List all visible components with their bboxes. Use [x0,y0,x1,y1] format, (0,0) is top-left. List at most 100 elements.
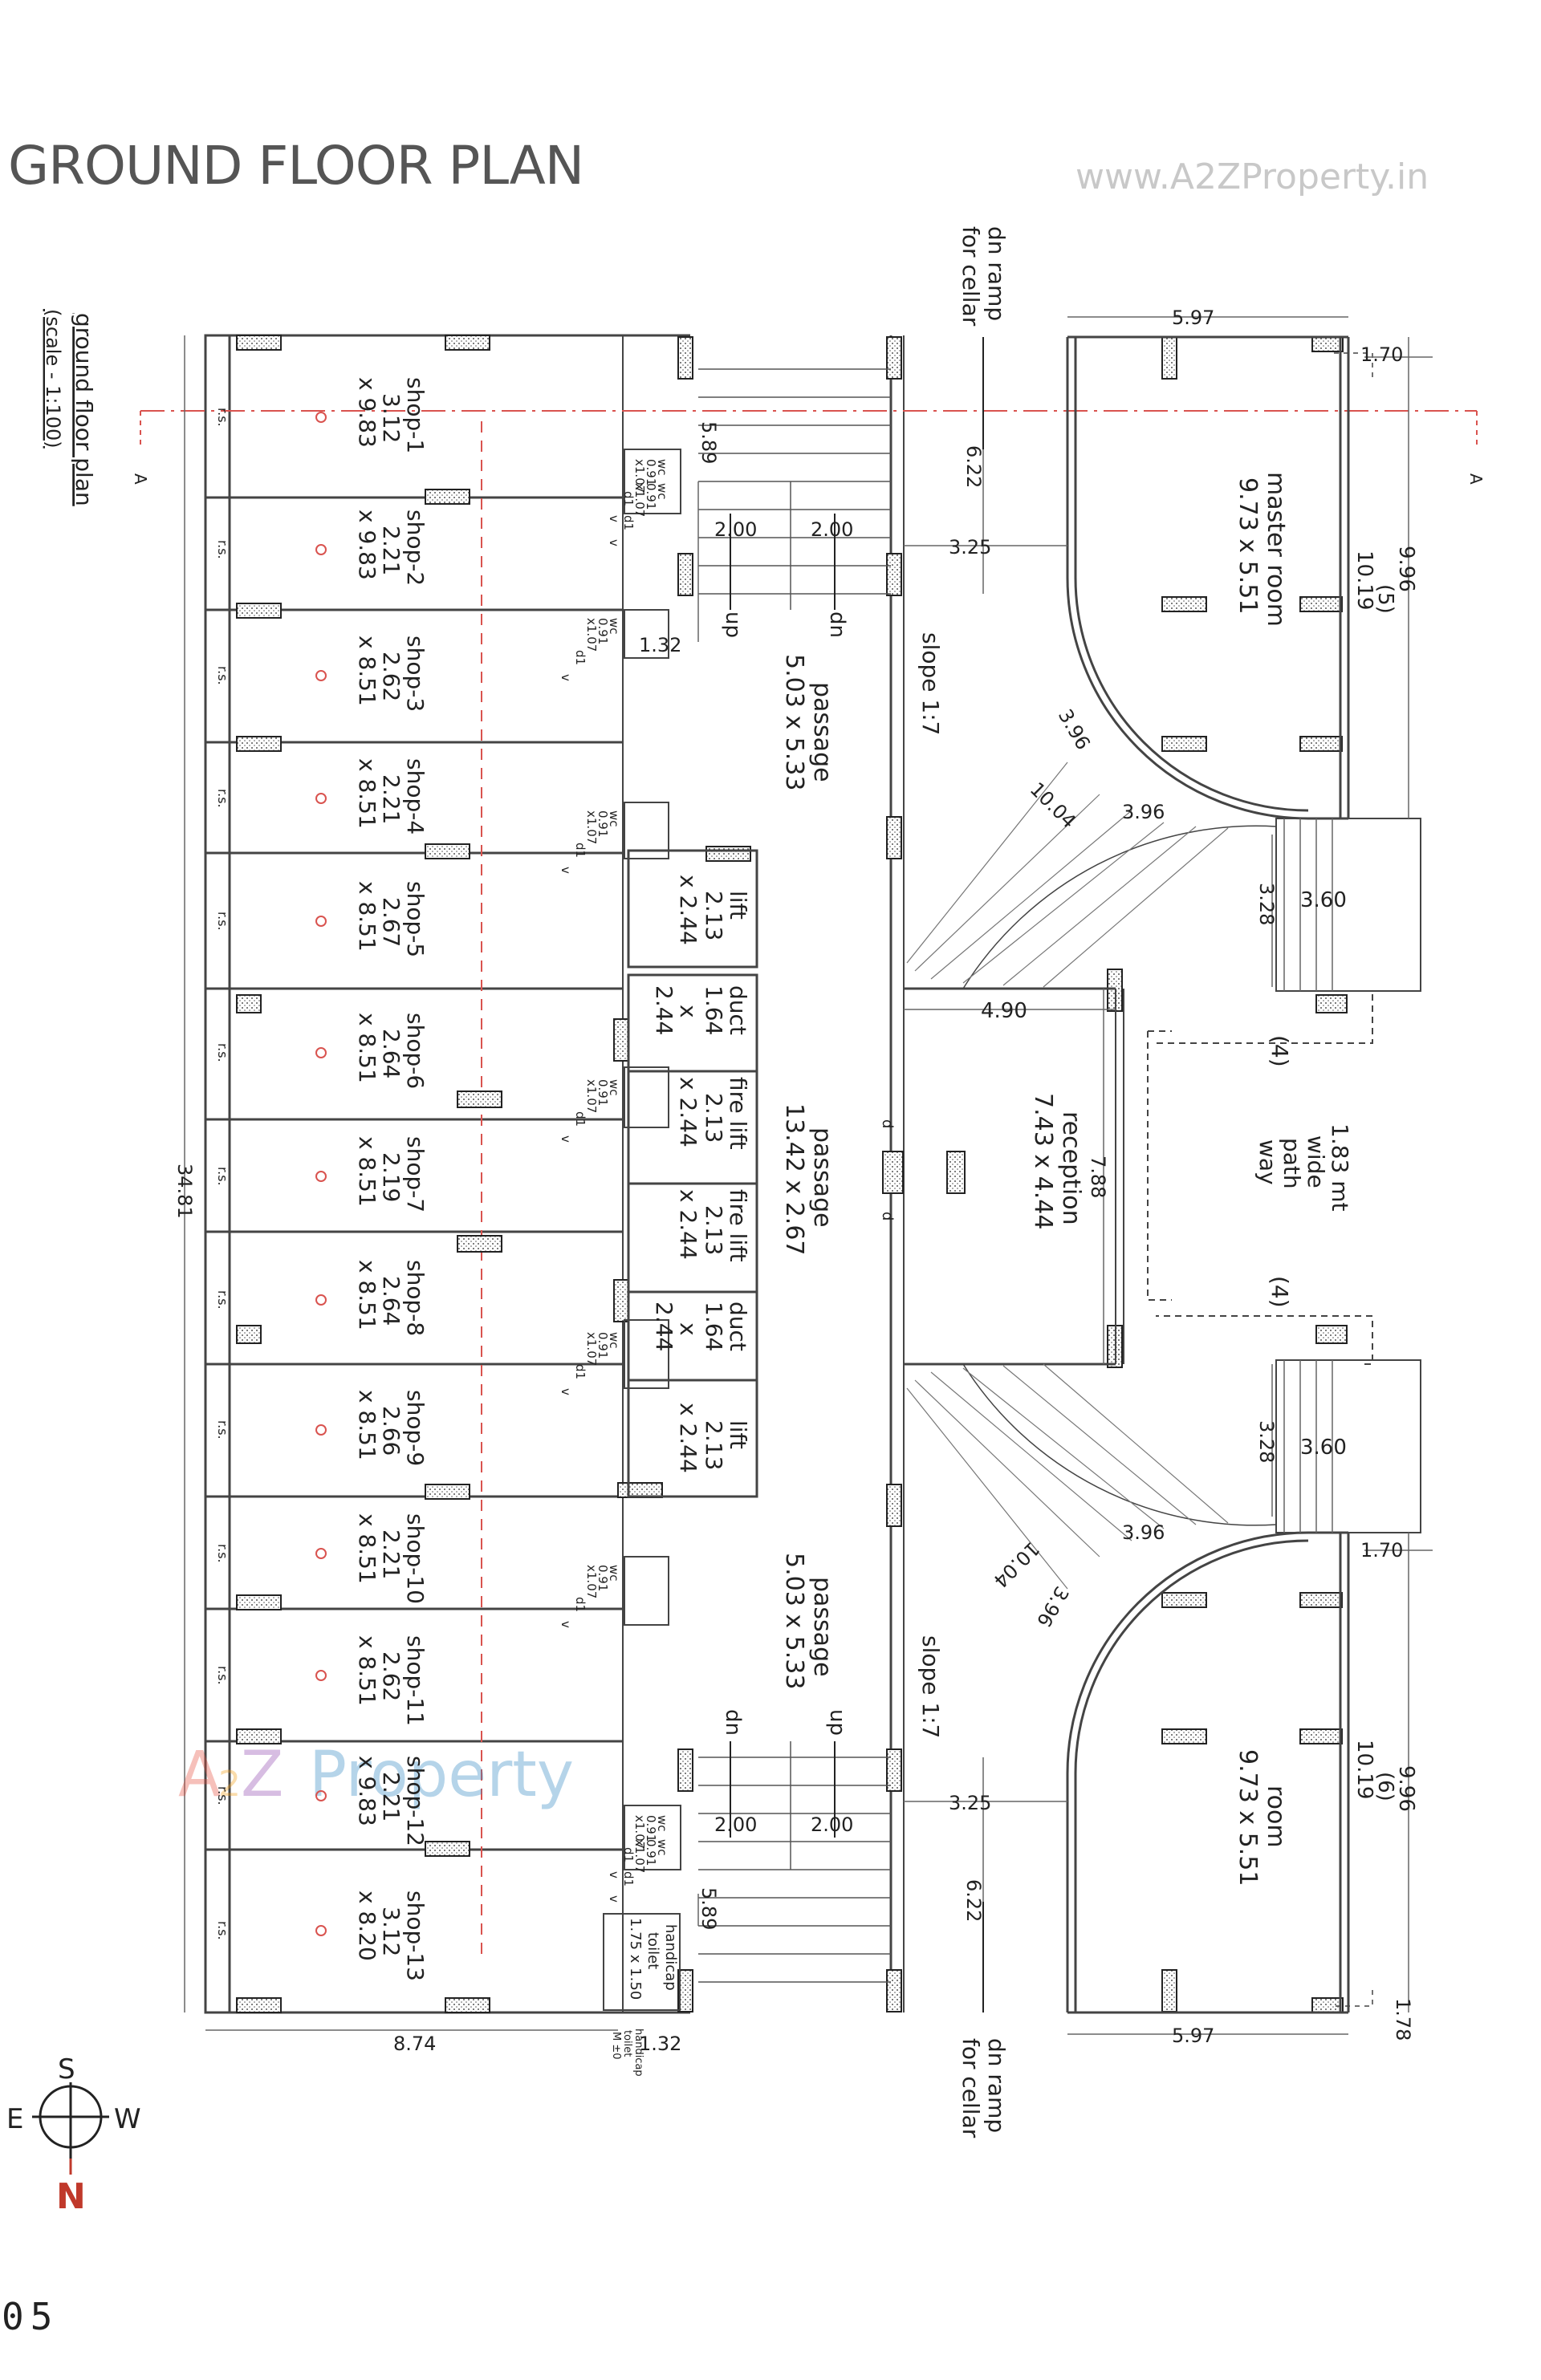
dim-3-96-c: 3.96 [1122,1521,1165,1544]
shop-labels: shop-13.12x 9.83r.s.shop-22.21x 9.83r.s.… [215,377,429,1981]
shop-3-rs: r.s. [215,666,230,685]
wc-7-door: d1 [573,1597,588,1612]
wc-2-vent: v [607,539,621,546]
lift-1-label: lift [725,891,751,920]
ramp-walls [904,337,1348,2012]
duct-2-width: 1.64 [701,1302,727,1351]
shop-13-name: shop-13 [402,1891,429,1981]
shop-10-rs: r.s. [215,1544,230,1563]
wc-2-text-3: x1.07 [632,483,647,517]
dim-6-22-top: 6.22 [962,445,985,488]
dim-1-32-top: 1.32 [639,634,681,656]
structural-columns [236,335,1348,2013]
shop-1-depth: x 9.83 [354,377,380,448]
plan-caption-title: ground floor plan [71,313,97,506]
wc-1-door: d1 [621,491,636,506]
wc-4-text-3: x1.07 [584,810,599,844]
shop-2-depth: x 9.83 [354,510,380,580]
shop-2-rs: r.s. [215,540,230,559]
shop-13-marker [315,1925,327,1936]
slope-north: slope 1:7 [917,632,944,735]
passage-central-label: passage [808,1127,836,1228]
shop-9-depth: x 8.51 [354,1390,380,1460]
logo-digit: 2 [218,1764,241,1805]
wc-8-text-1: wc [655,1815,669,1832]
wc-8-text-2: 0.91 [644,1815,658,1842]
wc-4-vent: v [559,867,573,874]
wc-6-text-1: wc [607,1332,621,1349]
shop-2-width: 2.21 [378,526,405,575]
shop-11-name: shop-11 [402,1635,429,1726]
shop-12-name: shop-12 [402,1756,429,1846]
lift-1-width: 2.13 [701,891,727,940]
stair-up-south: up [825,1709,849,1736]
shop-7-name: shop-7 [402,1136,429,1212]
dim-1-32-bottom: 1.32 [639,2033,681,2055]
wc-8-door: d1 [621,1847,636,1862]
room-label: room [1262,1785,1290,1848]
passage-south-label: passage [808,1577,836,1677]
room-walls [1067,335,1421,2014]
shop-6-name: shop-6 [402,1013,429,1089]
duct-1-depth: 2.44 [651,985,677,1035]
handicap-toilet-label-1: handicap [662,1924,679,1991]
shop-6-rs: r.s. [215,1043,230,1062]
lift-2-label: lift [725,1420,751,1449]
shop-3-name: shop-3 [402,636,429,712]
dim-3-96-b: 3.96 [1122,801,1165,823]
shop-1-width: 3.12 [378,393,405,443]
dim-2-00-c: 2.00 [714,1813,757,1836]
shop-5-marker [315,916,327,927]
dim-3-96-d: 3.96 [1032,1582,1073,1631]
handicap-note-1: handicap [632,2029,644,2077]
wc-1-text-1: wc [655,459,669,476]
passage-north-label: passage [808,682,836,782]
shop-4-rs: r.s. [215,789,230,808]
dim-3-25-bottom: 3.25 [949,1792,991,1814]
shop-10-name: shop-10 [402,1513,429,1604]
dim-6-22-bottom: 6.22 [962,1879,985,1922]
watermark-url: www.A2ZProperty.in [1075,156,1429,197]
logo-suffix: Z [241,1739,283,1811]
dim-9-96-top: 9.96 [1394,546,1418,592]
shop-1-marker [315,412,327,423]
dim-bottom-width: 5.97 [1172,2025,1214,2047]
shop-13-rs: r.s. [215,1921,230,1940]
shop-1-rs: r.s. [215,408,230,427]
dim-10-19-top: 10.19 [1352,550,1376,610]
wc-5-door: d1 [573,1111,588,1127]
ramp-north-label-1: dn ramp [983,226,1010,321]
shop-5-depth: x 8.51 [354,881,380,952]
wc-6-door: d1 [573,1364,588,1379]
plan-caption-scale: (scale - 1:100) [42,309,64,449]
wc-1-text-2: 0.91 [644,459,658,485]
pathway-label: 1.83 mt wide path way [1254,1123,1353,1212]
lift-1-depth: x 2.44 [675,875,701,945]
ramp-ribs [906,762,1229,1590]
shop-3-width: 2.62 [378,652,405,701]
compass [32,2082,109,2175]
core-blocks [627,849,758,1498]
wc-3-door: d1 [573,650,588,665]
passage-south-size: 5.03 x 5.33 [780,1553,808,1689]
shop-13-depth: x 8.20 [354,1891,380,1961]
logo-prefix: A [178,1739,221,1811]
wc-8-text-3: x1.07 [632,1815,647,1849]
passage-north-size: 5.03 x 5.33 [780,654,808,790]
dim-2-00-a: 2.00 [714,518,757,541]
fire-lift-2-label: fire lift [725,1189,751,1262]
lift-2-depth: x 2.44 [675,1403,701,1473]
passage-labels: passage 5.03 x 5.33 passage 13.42 x 2.67… [780,654,836,1689]
shop-12-width: 2.21 [378,1772,405,1822]
dim-7-88: 7.88 [1087,1155,1109,1198]
shop-9-name: shop-9 [402,1390,429,1466]
shop-10-width: 2.21 [378,1529,405,1579]
dim-shop-depth: 8.74 [393,2033,436,2055]
shop-8-marker [315,1294,327,1306]
fire-lift-1-depth: x 2.44 [675,1077,701,1147]
shop-8-name: shop-8 [402,1260,429,1336]
shop-8-width: 2.64 [378,1276,405,1326]
shop-3-marker [315,670,327,681]
